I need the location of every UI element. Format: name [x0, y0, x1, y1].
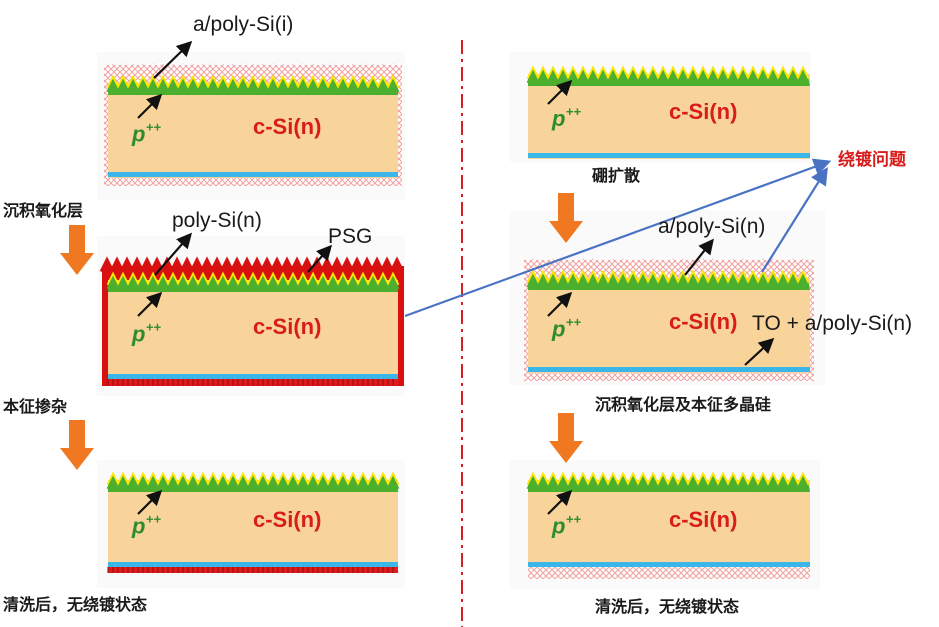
- wafer-left-1: p++ c-Si(n): [104, 63, 402, 186]
- p-plus-plus-sup: ++: [566, 512, 582, 527]
- pointer-arrows: [137, 40, 775, 515]
- yellow-layer: [526, 471, 810, 489]
- green-layer: [526, 475, 810, 493]
- step-arrow-right-2: [549, 413, 583, 463]
- step-text-left-3: 清洗后，无绕镀状态: [3, 595, 147, 614]
- label-a-poly-si-n: a/poly-Si(n): [658, 215, 765, 238]
- bulk-label: c-Si(n): [669, 309, 737, 334]
- tunnel-oxide-layer: [528, 153, 810, 158]
- tunnel-oxide-layer: [108, 374, 398, 379]
- p-plus-plus-label: p: [131, 514, 145, 539]
- bulk-silicon: [528, 278, 810, 373]
- wrap-issue-arrows: [404, 158, 832, 318]
- green-layer: [106, 275, 400, 293]
- p-plus-plus-label: p: [551, 106, 565, 131]
- bulk-silicon: [528, 480, 810, 568]
- bulk-label: c-Si(n): [669, 507, 737, 532]
- step-text-right-2: 沉积氧化层及本征多晶硅: [595, 395, 771, 414]
- yellow-layer: [526, 65, 810, 83]
- tunnel-oxide-layer: [528, 367, 810, 372]
- green-layer: [526, 273, 810, 291]
- yellow-layer: [106, 74, 400, 92]
- yellow-layer: [106, 471, 400, 489]
- tunnel-oxide-layer: [108, 172, 398, 177]
- step-text-right-1: 硼扩散: [592, 166, 641, 185]
- bottom-hatch: [528, 567, 810, 579]
- bulk-label: c-Si(n): [669, 99, 737, 124]
- yellow-layer: [526, 269, 810, 287]
- p-plus-plus-sup: ++: [566, 104, 582, 119]
- label-wrap-issue: 绕镀问题: [838, 149, 907, 169]
- p-plus-plus-label: p: [551, 514, 565, 539]
- bulk-label: c-Si(n): [253, 507, 321, 532]
- wafer-left-3: p++ c-Si(n): [106, 471, 400, 573]
- label-a-poly-si-i: a/poly-Si(i): [193, 13, 293, 36]
- bulk-label: c-Si(n): [253, 314, 321, 339]
- psg-texture: [99, 256, 405, 278]
- step-text-right-3: 清洗后，无绕镀状态: [595, 597, 739, 616]
- step-text-left-1: 沉积氧化层: [3, 201, 83, 220]
- bulk-silicon: [528, 74, 810, 159]
- green-layer: [106, 475, 400, 493]
- tunnel-oxide-layer: [108, 562, 398, 567]
- green-layer: [106, 78, 400, 96]
- p-plus-plus-sup: ++: [566, 314, 582, 329]
- p-plus-plus-sup: ++: [146, 119, 162, 134]
- wafer-right-1: p++ c-Si(n): [526, 65, 810, 159]
- p-plus-plus-sup: ++: [146, 320, 162, 335]
- top-hatch: [528, 258, 810, 282]
- label-to-a-poly-si-n: TO + a/poly-Si(n): [752, 312, 912, 335]
- label-poly-si-n: poly-Si(n): [172, 209, 262, 232]
- p-plus-plus-sup: ++: [146, 512, 162, 527]
- step-arrow-left-2: [60, 420, 94, 470]
- wafer-right-3: p++ c-Si(n): [526, 471, 810, 579]
- tunnel-oxide-layer: [528, 562, 810, 567]
- bulk-label: c-Si(n): [253, 114, 321, 139]
- green-layer: [526, 69, 810, 87]
- step-arrow-left-1: [60, 225, 94, 275]
- wafer-left-2: p++ c-Si(n): [99, 256, 405, 386]
- p-plus-plus-label: p: [131, 121, 145, 146]
- step-text-left-2: 本征掺杂: [3, 397, 67, 416]
- step-arrow-right-1: [549, 193, 583, 243]
- yellow-layer: [106, 271, 400, 289]
- p-plus-plus-label: p: [551, 316, 565, 341]
- wafer-right-2: p++ c-Si(n): [524, 258, 814, 381]
- p-plus-plus-label: p: [131, 322, 145, 347]
- label-psg: PSG: [328, 225, 372, 248]
